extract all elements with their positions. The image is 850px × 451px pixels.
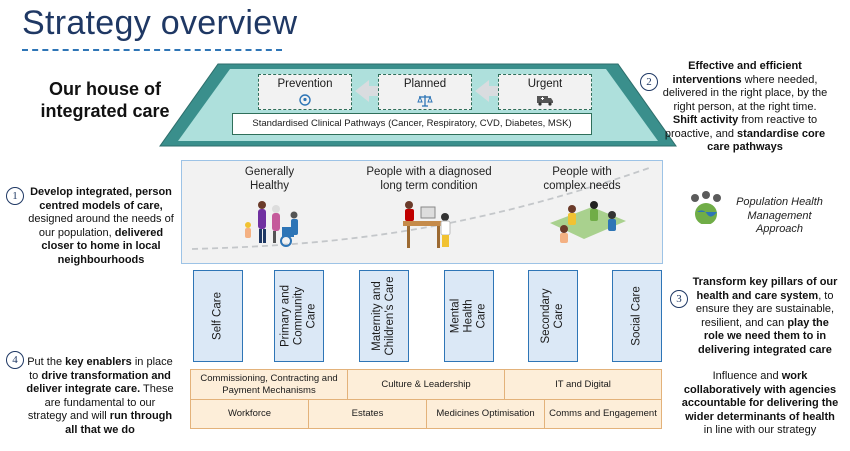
care-group-illustration-icon — [550, 201, 626, 243]
point-2-text: Effective and efficient interventions wh… — [660, 60, 830, 155]
page-title: Strategy overview — [22, 4, 298, 42]
arrow-stem — [368, 86, 378, 96]
text: where needed, delivered in the right pla… — [662, 73, 828, 113]
pillar-label: Primary and Community Care — [279, 285, 318, 347]
bold-text: Develop integrated, person centred model… — [30, 186, 172, 212]
clinical-pathways-box: Standardised Clinical Pathways (Cancer, … — [232, 113, 592, 135]
pillar-label: Self Care — [211, 292, 224, 340]
pillar-secondary-care: Secondary Care — [528, 270, 578, 362]
phase-label: Prevention — [277, 78, 333, 90]
text: from reactive to proactive, and — [664, 114, 818, 140]
pillar-label: Maternity and Children’s Care — [371, 276, 396, 356]
head-icon — [259, 94, 351, 110]
pillar-mental-health-care: Mental Health Care — [444, 270, 494, 362]
arrow-left-icon — [475, 80, 489, 102]
phase-prevention: Prevention — [258, 74, 352, 110]
population-health-icon — [691, 191, 721, 224]
text: in place to — [29, 356, 173, 382]
enabler-culture-leadership: Culture & Leadership — [347, 369, 505, 400]
enabler-workforce: Workforce — [190, 399, 309, 429]
bold-text: Effective and efficient interventions — [672, 60, 802, 86]
number-badge-2: 2 — [640, 73, 658, 91]
enabler-comms-engagement: Comms and Engagement — [544, 399, 662, 429]
pillar-social-care: Social Care — [612, 270, 662, 362]
pillar-maternity-childrens-care: Maternity and Children’s Care — [359, 270, 409, 362]
pillar-primary-community-care: Primary and Community Care — [274, 270, 324, 362]
phase-planned: Planned — [378, 74, 472, 110]
bold-text: Transform key pillars of our health and … — [692, 276, 838, 302]
enabler-medicines-optimisation: Medicines Optimisation — [426, 399, 545, 429]
text: designed around the needs of our populat… — [28, 213, 174, 239]
title-divider — [22, 49, 282, 51]
pillar-label: Secondary Care — [540, 288, 565, 344]
text: in line with our strategy — [703, 424, 817, 436]
family-illustration-icon — [245, 201, 298, 247]
arrow-left-icon — [355, 80, 369, 102]
pillar-label: Social Care — [630, 286, 643, 346]
number-badge-3: 3 — [670, 290, 688, 308]
influence-text: Influence and work collaboratively with … — [680, 370, 840, 438]
pillar-label: Mental Health Care — [449, 298, 488, 334]
phase-label: Planned — [403, 78, 447, 90]
enabler-it-digital: IT and Digital — [504, 369, 662, 400]
text: These are fundamental to our strategy an… — [27, 383, 174, 422]
scales-icon — [379, 94, 471, 110]
point-3-text: Transform key pillars of our health and … — [690, 276, 840, 357]
text: Put the — [27, 356, 66, 368]
pillar-self-care: Self Care — [193, 270, 243, 362]
enabler-commissioning: Commissioning, Contracting and Payment M… — [190, 369, 348, 400]
bold-text: Shift activity — [672, 114, 739, 126]
point-4-text: Put the key enablers in place to drive t… — [26, 356, 174, 437]
bold-text: drive transformation and deliver integra… — [26, 369, 171, 396]
bold-text: standardise core care pathways — [707, 127, 826, 154]
point-1-text: Develop integrated, person centred model… — [26, 186, 176, 267]
text: Influence and — [712, 370, 782, 382]
group-label: People with a diagnosed long term condit… — [366, 166, 492, 192]
bold-text: key enablers — [65, 356, 132, 368]
bold-text: play the role we need them to in deliver… — [698, 316, 832, 356]
group-label: Generally Healthy — [244, 166, 295, 192]
population-health-label: Population Health Management Approach — [736, 196, 823, 235]
number-badge-1: 1 — [6, 187, 24, 205]
bold-text: run through all that we do — [65, 410, 173, 436]
number-badge-4: 4 — [6, 351, 24, 369]
doctor-desk-illustration-icon — [403, 201, 451, 248]
text: , to ensure they are sustainable, resili… — [695, 289, 835, 329]
ambulance-icon — [499, 94, 591, 109]
phase-urgent: Urgent — [498, 74, 592, 110]
enabler-estates: Estates — [308, 399, 427, 429]
bold-text: delivered closer to home in local neighb… — [41, 226, 164, 266]
population-band: Generally Healthy People with a diagnose… — [181, 160, 663, 264]
house-subtitle: Our house of integrated care — [40, 79, 170, 121]
group-label: People with complex needs — [543, 166, 621, 192]
bold-text: work collaboratively with agencies accou… — [681, 370, 839, 423]
phase-label: Urgent — [527, 78, 563, 90]
arrow-stem — [488, 86, 498, 96]
population-curve — [191, 166, 653, 250]
